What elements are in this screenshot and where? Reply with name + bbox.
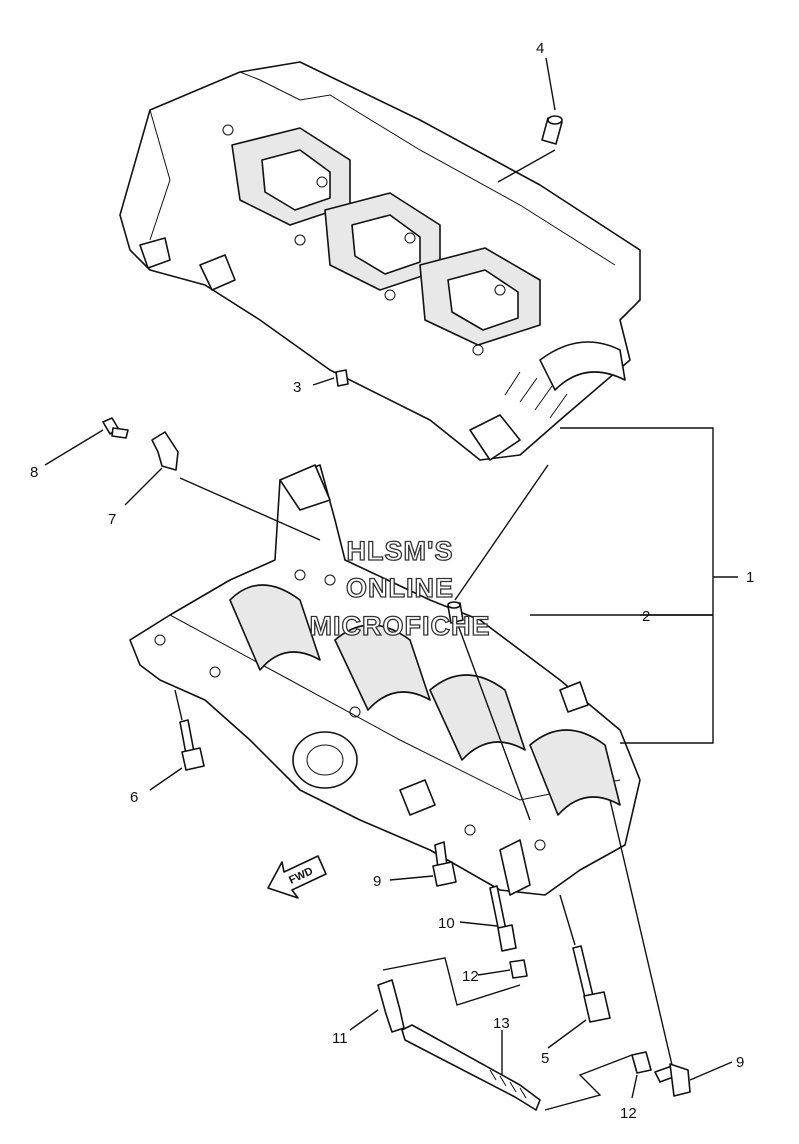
watermark-line2: ONLINE (346, 573, 454, 603)
callout-1: 1 (746, 569, 754, 586)
part-13-hose-pipe (401, 1024, 541, 1111)
part-11-hose (377, 979, 405, 1033)
callout-13: 13 (493, 1015, 510, 1032)
watermark: HLSM'S ONLINE MICROFICHE (309, 535, 491, 641)
part-9b-fitting (654, 1063, 691, 1097)
callout-6: 6 (130, 789, 138, 806)
part-7-bracket (151, 431, 179, 471)
callout-9b: 9 (736, 1054, 744, 1071)
upper-crankcase (119, 61, 641, 461)
callout-12a: 12 (462, 968, 479, 985)
part-2-dowel (447, 601, 464, 624)
part-10-stud (489, 885, 517, 952)
callout-7: 7 (108, 511, 116, 528)
part-3-pin (335, 369, 349, 387)
callout-11: 11 (332, 1030, 348, 1047)
part-6-bolt (179, 719, 205, 771)
part-12b-cap (631, 1051, 652, 1074)
callout-2: 2 (642, 608, 650, 625)
callout-12b: 12 (620, 1105, 637, 1122)
callout-9a: 9 (373, 873, 381, 890)
leader-lines (44, 57, 738, 1111)
callout-3: 3 (293, 379, 301, 396)
part-8-bolt (102, 417, 129, 439)
lower-crankcase (129, 464, 641, 896)
callout-4: 4 (536, 40, 544, 57)
watermark-line1: HLSM'S (347, 536, 454, 566)
fwd-direction-arrow: FWD (267, 855, 327, 899)
watermark-line3: MICROFICHE (310, 611, 491, 641)
part-5-bolt (572, 945, 611, 1023)
callout-5: 5 (541, 1050, 549, 1067)
part-9a-fitting (432, 841, 457, 887)
part-4-dowel (541, 115, 563, 145)
callout-10: 10 (438, 915, 455, 932)
callout-numbers: 4 3 8 7 1 2 6 9 10 12 11 13 5 9 12 (30, 40, 754, 1122)
part-12a-cap (509, 959, 528, 979)
callout-8: 8 (30, 464, 38, 481)
